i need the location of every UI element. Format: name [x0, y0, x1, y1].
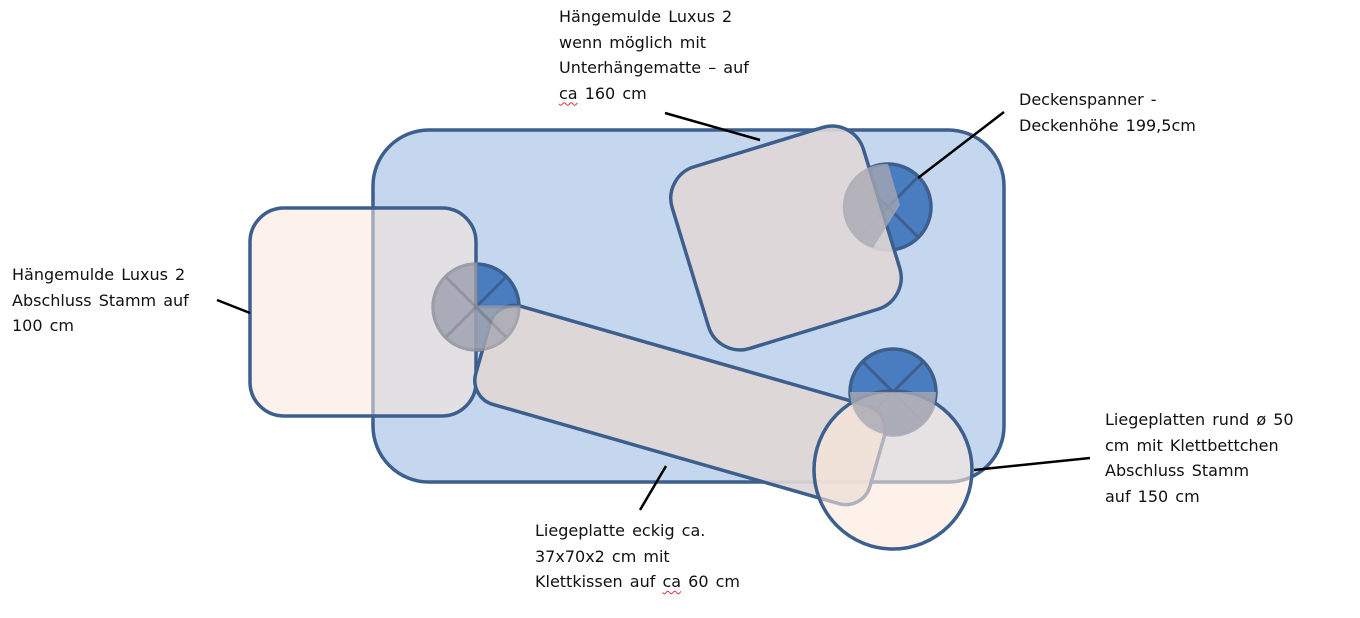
label-line: auf 150 cm: [1105, 486, 1200, 506]
spanner-overlay-bottom-right: [850, 392, 936, 435]
label-line: Unterhängematte – auf: [559, 58, 749, 77]
leader-top: [664, 111, 761, 142]
label-line: Hängemulde Luxus 2: [12, 265, 186, 284]
label-text: Klettkissen auf: [535, 572, 663, 591]
label-line: Deckenspanner -: [1019, 90, 1157, 109]
spellcheck-word: ca: [662, 572, 682, 591]
label-line: ca 160 cm: [559, 81, 749, 107]
label-rectangular-platform: Liegeplatte eckig ca. 37x70x2 cm mit Kle…: [535, 518, 740, 595]
label-line: Abschluss Stamm auf: [12, 290, 189, 310]
leader-ceiling: [917, 111, 1005, 179]
spellcheck-word: ca: [559, 83, 578, 103]
leader-left: [216, 298, 251, 315]
label-line: Liegeplatten rund ø 50: [1105, 410, 1294, 429]
label-line: 37x70x2 cm mit: [535, 546, 670, 566]
label-top-hammock: Hängemulde Luxus 2 wenn möglich mit Unte…: [559, 4, 749, 106]
spanner-overlay-top-right: [842, 163, 900, 248]
label-round-platform: Liegeplatten rund ø 50 cm mit Klettbettc…: [1105, 407, 1294, 509]
leader-right: [973, 456, 1091, 472]
label-left-hammock: Hängemulde Luxus 2 Abschluss Stamm auf 1…: [12, 262, 189, 339]
label-line: Deckenhöhe 199,5cm: [1019, 115, 1196, 135]
label-line: 100 cm: [12, 316, 75, 335]
label-ceiling-spanner: Deckenspanner - Deckenhöhe 199,5cm: [1019, 87, 1196, 138]
round-platform: [812, 389, 974, 551]
spanner-overlay-left: [431, 262, 521, 352]
label-text: 60 cm: [681, 572, 740, 591]
label-text: 160 cm: [577, 83, 647, 103]
label-line: Liegeplatte eckig ca.: [535, 521, 706, 540]
label-line: cm mit Klettbettchen: [1105, 435, 1279, 455]
label-line: Abschluss Stamm: [1105, 461, 1250, 480]
label-line: Klettkissen auf ca 60 cm: [535, 569, 740, 595]
label-line: Hängemulde Luxus 2: [559, 7, 733, 26]
label-line: wenn möglich mit: [559, 32, 707, 52]
leader-bottom: [638, 465, 668, 511]
